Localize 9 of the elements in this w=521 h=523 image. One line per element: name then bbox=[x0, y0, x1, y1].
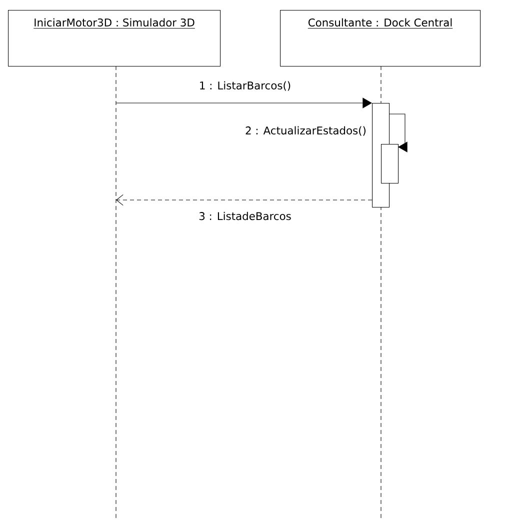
object-box: IniciarMotor3D : Simulador 3D bbox=[8, 10, 221, 67]
message-arrow bbox=[116, 194, 372, 206]
message-label: 1 : ListarBarcos() bbox=[200, 81, 290, 91]
message-arrow bbox=[116, 98, 372, 108]
message-arrow bbox=[388, 114, 408, 152]
message-label: 3 : ListadeBarcos bbox=[199, 212, 291, 220]
activation-bar bbox=[381, 144, 399, 184]
message-label: 2 : ActualizarEstados() bbox=[246, 126, 366, 136]
object-box: Consultante : Dock Central bbox=[280, 10, 481, 67]
